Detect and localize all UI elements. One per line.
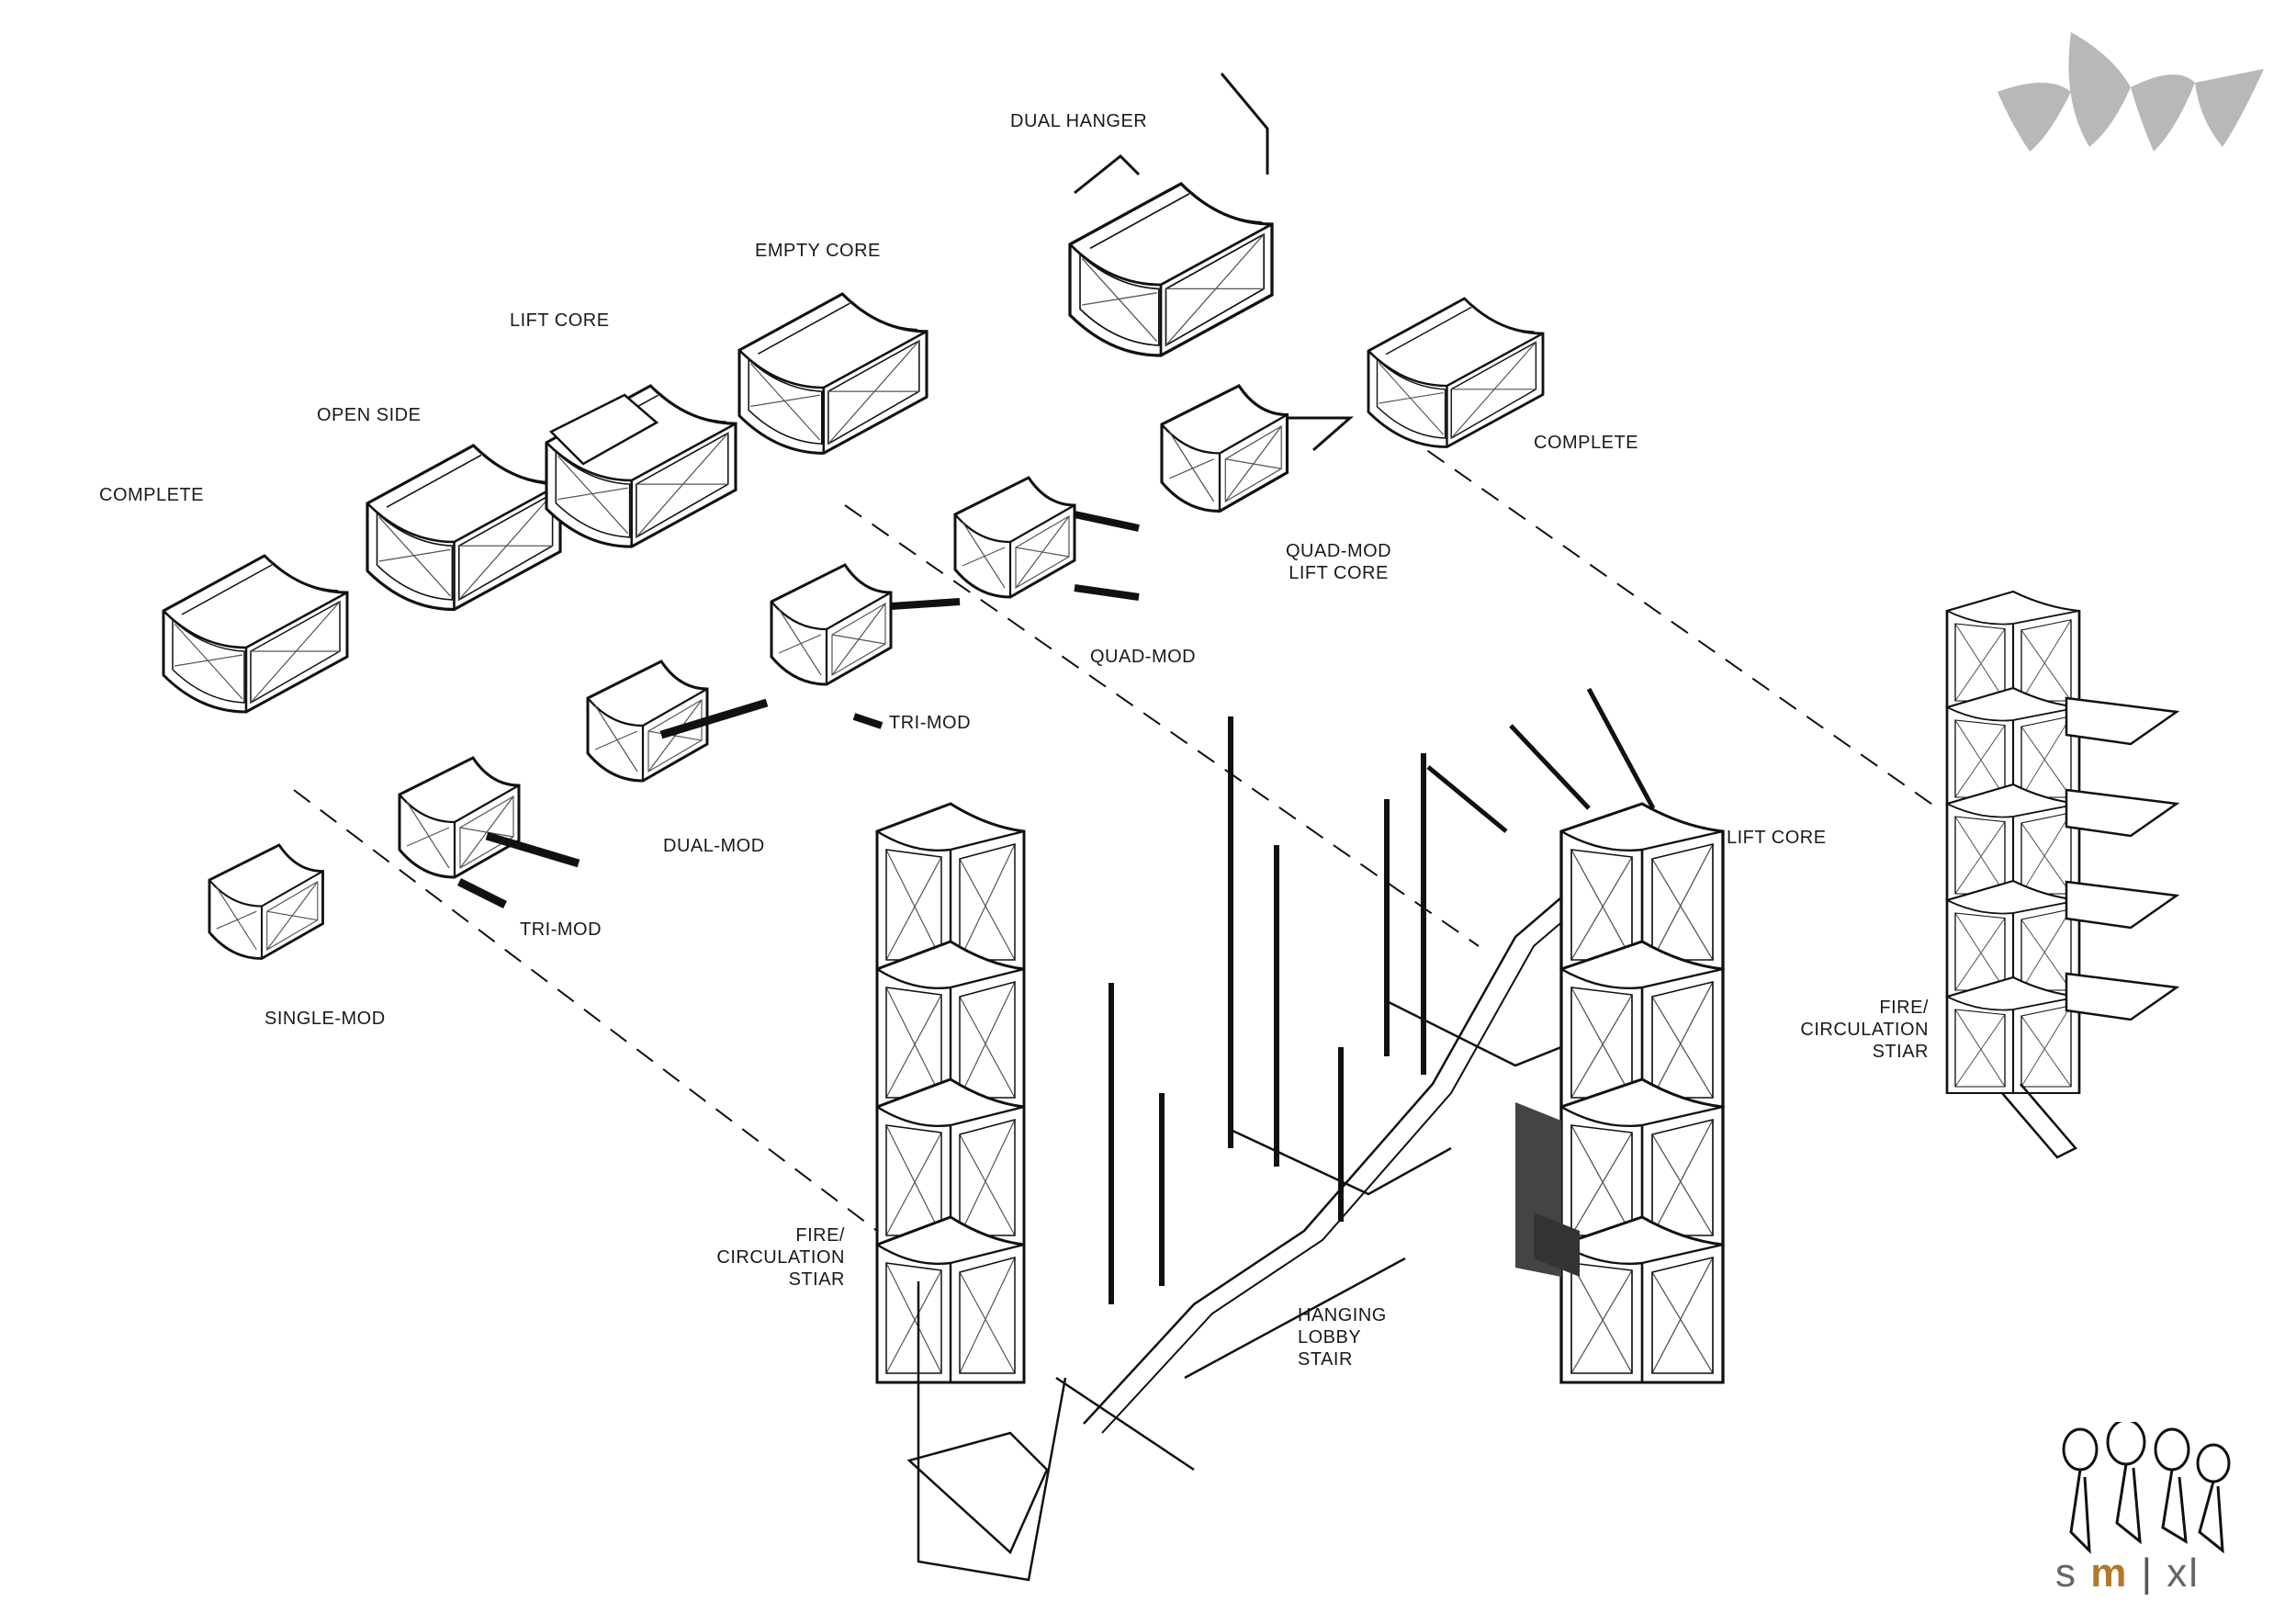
- hanging-lobby-stair: [1055, 716, 1599, 1472]
- alignment-lines: [293, 431, 1939, 1232]
- label-complete-left: COMPLETE: [99, 485, 205, 505]
- label-quad-mod-lift-core-line1: QUAD-MOD: [1286, 541, 1392, 561]
- module-quad-mod-lift-core: [1160, 384, 1354, 513]
- label-tri-mod-lower: TRI-MOD: [520, 919, 602, 940]
- module-tri-mod-lower: [398, 756, 580, 909]
- label-fire-stair-center-line1: FIRE/: [795, 1225, 845, 1246]
- label-empty-core: EMPTY CORE: [755, 241, 881, 261]
- label-dual-hanger: DUAL HANGER: [1010, 111, 1148, 131]
- label-fire-stair-right: FIRE/ CIRCULATION STIAR: [1800, 997, 1929, 1063]
- center-stair-tower: [875, 802, 1067, 1582]
- label-quad-mod-lift-core-line2: LIFT CORE: [1289, 563, 1389, 583]
- module-complete-right: [1367, 297, 1545, 448]
- module-empty-core: [737, 292, 929, 455]
- label-quad-mod-lift-core: QUAD-MOD LIFT CORE: [1286, 540, 1391, 584]
- module-tri-mod-upper: [770, 563, 961, 729]
- module-dual-hanger: [1068, 73, 1274, 357]
- lift-core-tower: [1426, 687, 1725, 1384]
- label-hanging-lobby-stair-line2: LOBBY: [1298, 1327, 1362, 1348]
- label-hanging-lobby-stair-line3: STAIR: [1298, 1349, 1353, 1370]
- label-hanging-lobby-stair: HANGING LOBBY STAIR: [1298, 1304, 1387, 1370]
- brand-separator: |: [2141, 1551, 2155, 1596]
- module-single-mod: [208, 843, 324, 960]
- label-complete-right: COMPLETE: [1534, 433, 1639, 453]
- label-fire-stair-right-line1: FIRE/: [1879, 998, 1929, 1018]
- label-open-side: OPEN SIDE: [317, 405, 422, 425]
- sketch-figures-icon: [2062, 1422, 2231, 1554]
- label-dual-mod: DUAL-MOD: [663, 836, 765, 856]
- module-dual-mod: [586, 660, 769, 783]
- label-single-mod: SINGLE-MOD: [264, 1009, 386, 1029]
- module-open-side: [366, 444, 562, 612]
- label-lift-core-tower: LIFT CORE: [1727, 828, 1827, 848]
- module-quad-mod: [953, 476, 1140, 601]
- label-fire-stair-right-line3: STIAR: [1872, 1042, 1929, 1062]
- label-fire-stair-center: FIRE/ CIRCULATION STIAR: [716, 1224, 845, 1291]
- label-hanging-lobby-stair-line1: HANGING: [1298, 1305, 1387, 1325]
- module-complete-left: [162, 554, 349, 714]
- brand-s: s: [2055, 1551, 2077, 1596]
- brand-wordmark: s m | xl: [2055, 1551, 2239, 1596]
- module-lift-core: [545, 384, 737, 548]
- label-fire-stair-right-line2: CIRCULATION: [1800, 1020, 1929, 1040]
- label-lift-core-top: LIFT CORE: [510, 310, 610, 331]
- brand-m: m: [2090, 1551, 2129, 1596]
- sail-shells-icon: [1998, 32, 2264, 152]
- label-fire-stair-center-line3: STIAR: [788, 1269, 845, 1290]
- label-fire-stair-center-line2: CIRCULATION: [716, 1247, 845, 1268]
- right-stair-tower: [1945, 590, 2180, 1159]
- label-tri-mod-upper: TRI-MOD: [889, 713, 972, 733]
- label-quad-mod: QUAD-MOD: [1090, 647, 1197, 667]
- brand-xl: xl: [2167, 1551, 2200, 1596]
